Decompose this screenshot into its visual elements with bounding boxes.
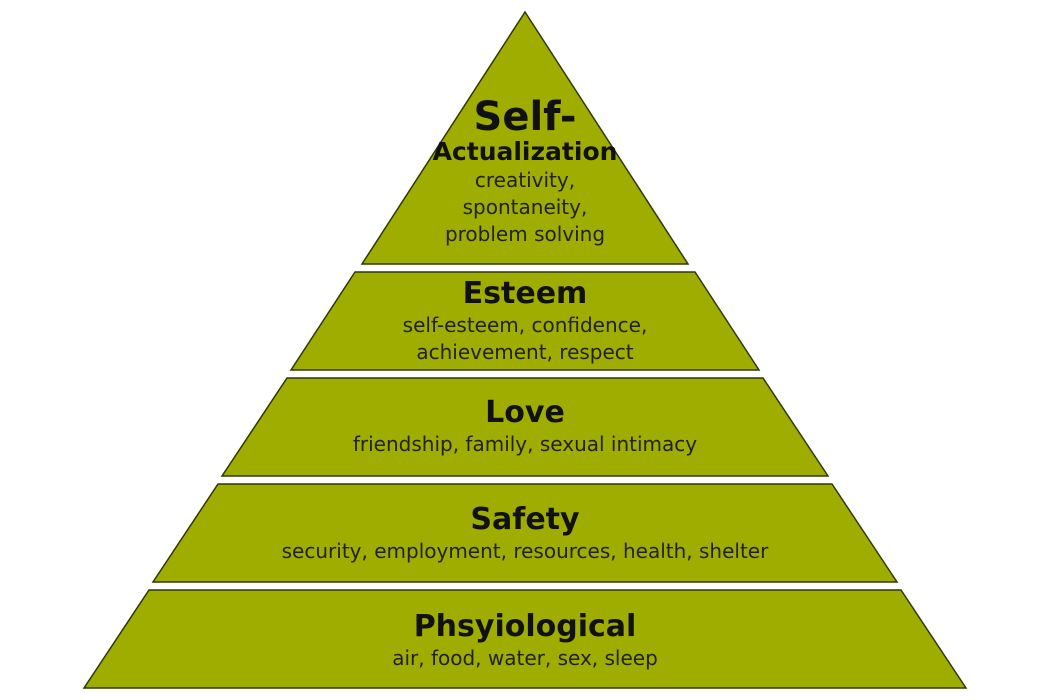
- physiological-detail-1: air, food, water, sex, sleep: [392, 645, 658, 670]
- tier-self-actualization: [360, 10, 690, 265]
- safety-title: Safety: [470, 502, 580, 537]
- self-actualization-label: Self- Actualization creativity, spontane…: [395, 96, 655, 248]
- physiological-title: Phsyiological: [413, 609, 637, 644]
- tier-esteem: [289, 271, 761, 371]
- love-detail-1: friendship, family, sexual intimacy: [352, 431, 698, 456]
- tier-safety: [151, 483, 899, 583]
- esteem-detail-1: self-esteem, confidence,: [402, 312, 648, 337]
- self-actualization-title-line2: Actualization: [432, 137, 618, 166]
- love-label: Love friendship, family, sexual intimacy: [300, 395, 750, 458]
- esteem-title: Esteem: [462, 276, 588, 311]
- love-title: Love: [485, 395, 565, 430]
- safety-detail-1: security, employment, resources, health,…: [281, 538, 769, 563]
- safety-label: Safety security, employment, resources, …: [230, 502, 820, 565]
- self-actualization-detail-1: creativity,: [474, 167, 576, 192]
- tier-love: [220, 377, 830, 477]
- physiological-label: Phsyiological air, food, water, sex, sle…: [300, 609, 750, 672]
- esteem-detail-2: achievement, respect: [416, 339, 634, 364]
- self-actualization-detail-3: problem solving: [444, 221, 606, 246]
- tier-physiological: [82, 589, 968, 689]
- self-actualization-title-line1: Self-: [473, 94, 577, 140]
- self-actualization-detail-2: spontaneity,: [462, 194, 588, 219]
- esteem-label: Esteem self-esteem, confidence, achievem…: [350, 276, 700, 366]
